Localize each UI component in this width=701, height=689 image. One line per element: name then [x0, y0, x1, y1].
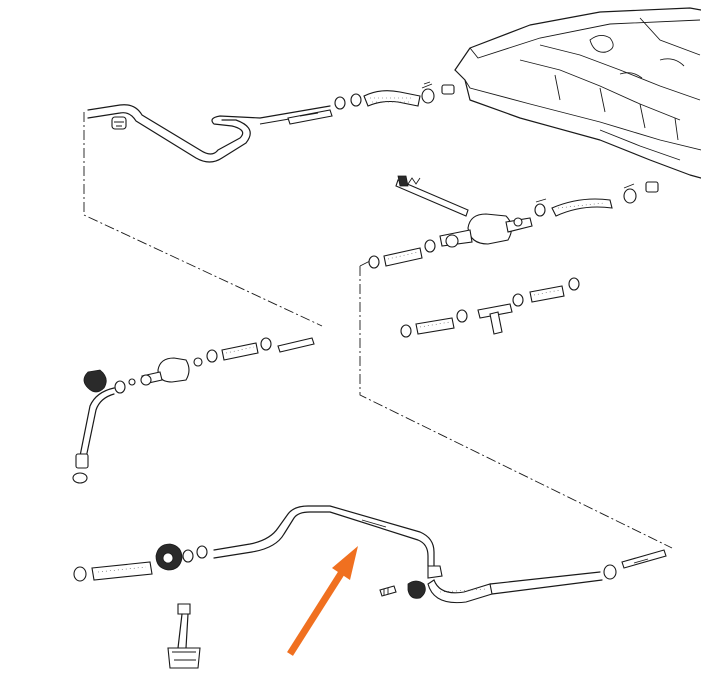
mounting-bracket [167, 603, 201, 669]
upper-fuel-pipe [87, 104, 331, 163]
tee-connector-assembly [400, 277, 580, 338]
upper-hose-assembly [287, 81, 435, 125]
left-filter-assembly [114, 337, 315, 394]
fuel-tank [441, 7, 701, 193]
upper-filter-assembly [395, 175, 637, 248]
inline-hose-row-1 [368, 239, 436, 269]
lower-fuel-pipe [213, 505, 667, 604]
lower-left-hose-assembly [73, 543, 208, 582]
left-bent-pipe [72, 369, 115, 484]
bolt-and-clip [379, 580, 426, 599]
pointer-arrow-icon [287, 546, 358, 656]
assembly-boundary-lines [83, 112, 673, 549]
